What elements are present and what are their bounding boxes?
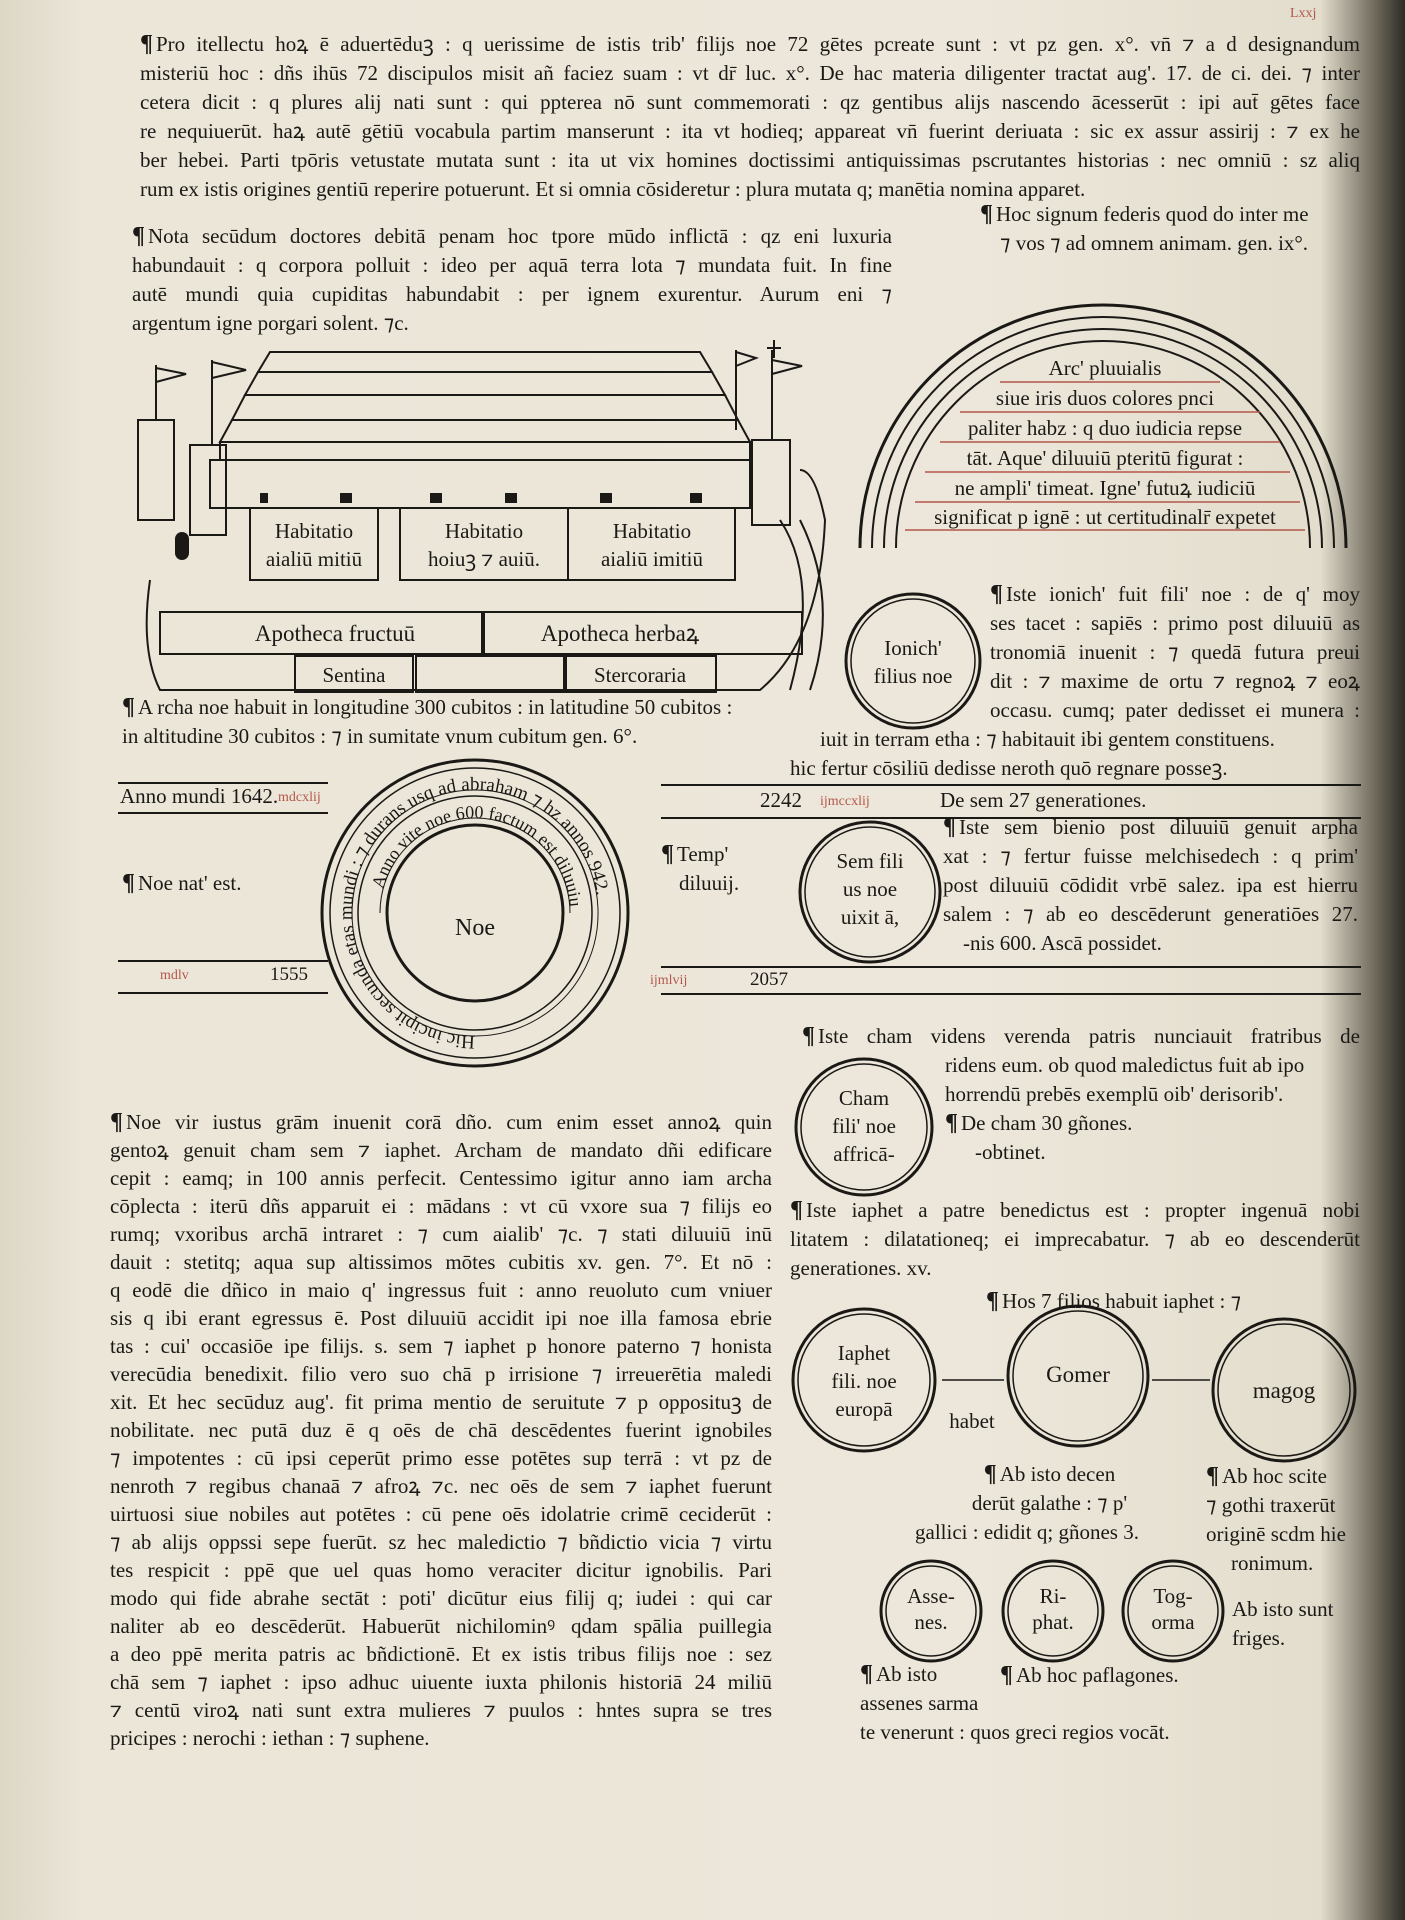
pilcrow-icon: ¶: [122, 694, 135, 720]
cham-paragraph: ¶Iste cham videns verenda patris nunciau…: [802, 1023, 1360, 1049]
de-sem-heading: De sem 27 generationes.: [940, 788, 1147, 812]
ring-text-inner: Anno vite noe 600 factum est diluuium: [0, 0, 586, 908]
noe-main-paragraph: ¶Noe vir iustus grām inuenit corā dño. c…: [110, 1109, 772, 1750]
pilcrow-icon: ¶: [990, 581, 1003, 607]
ark-room-label: Habitatio: [613, 519, 691, 543]
svg-text:Iaphet: Iaphet: [838, 1341, 891, 1365]
svg-text:fili. noe: fili. noe: [831, 1369, 896, 1393]
ark-room-label: aialiū imitiū: [601, 547, 704, 571]
svg-text:Sem fili: Sem fili: [836, 849, 903, 873]
paflagones-note: ¶Ab hoc paflagones.: [1000, 1662, 1179, 1688]
text-line: cetera dicit : q plures alij nati sunt :…: [140, 90, 1360, 114]
text-line: ber hebei. Parti tpōris vetustate mutata…: [140, 148, 1360, 172]
text-line: rum ex istis origines gentiū reperire po…: [140, 177, 1086, 201]
cham-paragraph-cont: ridens eum. ob quod maledictus fuit ab i…: [945, 1053, 1305, 1164]
svg-text:habet: habet: [949, 1409, 995, 1433]
svg-text:Tog-: Tog-: [1153, 1584, 1192, 1608]
magog-circle: [1211, 1317, 1357, 1463]
iaphet-circle: [791, 1307, 937, 1453]
rainbow-diagram: [858, 303, 1348, 549]
svg-text:magog: magog: [1253, 1378, 1316, 1403]
friges-note: Ab isto sunt friges.: [1232, 1597, 1334, 1650]
tower-left: [137, 419, 175, 521]
sem-circle: [798, 820, 942, 964]
hoc-signum-note: ¶Hoc signum federis quod do inter me ⁊ v…: [980, 201, 1309, 255]
pilcrow-icon: ¶: [980, 201, 993, 227]
ark-store-label: Apotheca herbaꝝ: [541, 621, 700, 646]
svg-text:affricā-: affricā-: [833, 1142, 894, 1166]
intro-paragraph: ¶Pro itellectu hoꝝ ē aduertēduꝫ : q ueri…: [140, 30, 1360, 204]
arca-caption: ¶A rcha noe habuit in longitudine 300 cu…: [122, 694, 733, 748]
rainbow-text: ne ampli' timeat. Igne' futuꝝ iudiciū: [955, 476, 1256, 500]
nota-paragraph: ¶Nota secūdum doctores debitā penam hoc …: [132, 223, 892, 335]
svg-text:Cham: Cham: [839, 1086, 889, 1110]
ark-store-label: Apotheca fructuū: [255, 621, 416, 646]
hos-filios-heading: ¶Hos 7 filios habuit iaphet : ⁊: [986, 1288, 1242, 1314]
svg-text:Gomer: Gomer: [1046, 1362, 1110, 1387]
ark-room-label: Habitatio: [445, 519, 523, 543]
pilcrow-icon: ¶: [790, 1197, 803, 1223]
ark-bottom-label: Stercoraria: [594, 663, 687, 687]
cham-circle: [794, 1057, 934, 1197]
folio-number: Lxxj: [1290, 6, 1317, 21]
noe-natus-label: ¶Noe nat' est.: [122, 870, 242, 896]
svg-text:europā: europā: [835, 1397, 893, 1421]
ark-room-label: Habitatio: [275, 519, 353, 543]
text-line: re nequiuerūt. haꝝ autē gētiū vocabula p…: [140, 119, 1360, 143]
ark-room-label: hoiuꝫ ⁊ auiū.: [428, 547, 540, 572]
text-line: ¶Pro itellectu hoꝝ ē aduertēduꝫ : q ueri…: [140, 31, 1360, 57]
assenes-note: ¶Ab isto assenes sarma te venerunt : quo…: [860, 1661, 1170, 1744]
text-line: misteriū hoc : dñs ihūs 72 discipulos mi…: [140, 61, 1360, 85]
svg-text:us noe: us noe: [843, 877, 897, 901]
rainbow-text: paliter habz : q duo iudicia repse: [968, 416, 1242, 440]
pilcrow-icon: ¶: [140, 31, 153, 57]
svg-text:uixit ā,: uixit ā,: [841, 905, 899, 929]
tempus-diluuij-label: ¶Temp' diluuij.: [661, 841, 740, 895]
gomer-circle: [1006, 1304, 1150, 1448]
ionich-paragraph: ¶Iste ionich' fuit fili' noe : de q' moy…: [990, 581, 1360, 722]
noe-age-circle: [320, 758, 630, 1068]
ark-bottom-label: Sentina: [323, 663, 387, 687]
ionich-circle: [844, 592, 982, 730]
svg-text:fili' noe: fili' noe: [832, 1114, 896, 1138]
rainbow-text: significat p ignē : ut certitudinalr̄ ex…: [934, 505, 1276, 529]
year-1555: 1555: [270, 964, 308, 985]
noe-center-label: Noe: [455, 915, 495, 941]
pilcrow-icon: ¶: [110, 1109, 123, 1135]
svg-text:Ri-: Ri-: [1040, 1584, 1067, 1608]
pilcrow-icon: ¶: [132, 223, 145, 249]
svg-text:phat.: phat.: [1032, 1610, 1073, 1634]
svg-text:orma: orma: [1151, 1610, 1195, 1634]
galathe-note: ¶Ab isto decen derūt galathe : ⁊ p' gall…: [915, 1461, 1139, 1544]
rainbow-text: tāt. Aque' diluuiū pteritū figurat :: [967, 446, 1244, 470]
svg-text:Asse-: Asse-: [907, 1584, 955, 1608]
sem-paragraph: ¶Iste sem bienio post diluuiū genuit arp…: [943, 814, 1358, 955]
svg-text:Ionich': Ionich': [884, 636, 941, 660]
year-2242: 2242: [760, 788, 802, 812]
year-2057: 2057: [750, 969, 788, 990]
svg-text:filius noe: filius noe: [874, 664, 953, 688]
iaphet-paragraph: ¶Iste iaphet a patre benedictus est : pr…: [790, 1197, 1360, 1280]
ionich-paragraph-cont: iuit in terram etha : ⁊ habitauit ibi ge…: [790, 727, 1275, 780]
pilcrow-icon: ¶: [802, 1023, 815, 1049]
ark-room-label: aialiū mitiū: [266, 547, 363, 571]
svg-text:nes.: nes.: [914, 1610, 947, 1634]
pilcrow-icon: ¶: [943, 814, 956, 840]
scite-note: ¶Ab hoc scite ⁊ gothi traxerūt originē s…: [1206, 1463, 1346, 1575]
rainbow-text: siue iris duos colores pnci: [996, 386, 1214, 410]
anno-mundi-label: Anno mundi 1642.: [120, 784, 279, 808]
rainbow-text: Arc' pluuialis: [1049, 356, 1162, 380]
